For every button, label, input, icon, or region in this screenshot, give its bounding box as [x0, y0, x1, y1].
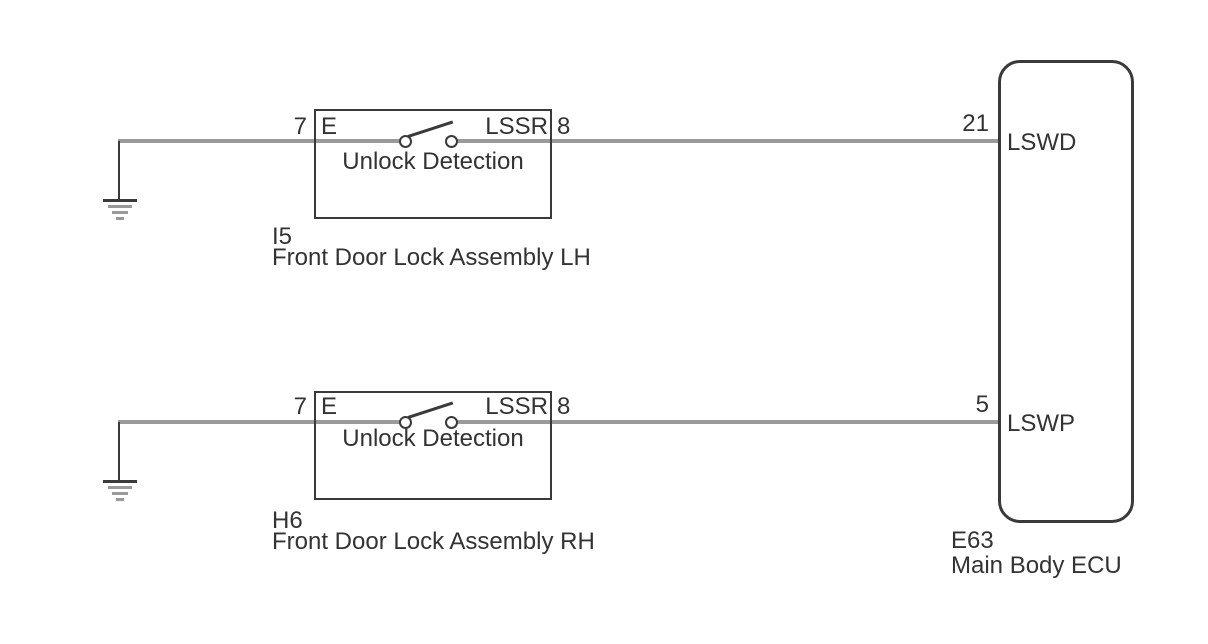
ground-stem: [117, 422, 120, 481]
wire-rh-ground-segment: [118, 420, 402, 424]
ground-bar: [116, 217, 124, 220]
ecu-terminal-bottom: LSWP: [1007, 410, 1076, 437]
component-code-lh: I5: [272, 223, 293, 250]
ground-bar: [103, 480, 137, 483]
unlock-switch-icon: [396, 399, 462, 431]
switch-contact: [445, 135, 458, 148]
ground-bar: [112, 492, 128, 495]
component-name-rh: Front Door Lock Assembly RH: [272, 528, 595, 555]
ground-bar: [112, 211, 128, 214]
switch-label-lh: Unlock Detection: [342, 148, 524, 175]
component-name-lh: Front Door Lock Assembly LH: [272, 244, 591, 271]
ecu-terminal-top: LSWD: [1007, 129, 1077, 156]
pin-number-lh-left: 7: [293, 113, 307, 140]
pin-number-rh-left: 7: [293, 393, 307, 420]
pin-number-rh-right: 8: [557, 393, 571, 420]
unlock-switch-icon: [396, 118, 462, 150]
ground-stem: [117, 141, 120, 200]
front-door-lock-lh-box: [314, 109, 552, 219]
terminal-rh-left: E: [321, 393, 338, 420]
ecu-code: E63: [951, 527, 994, 554]
ground-bar: [108, 486, 132, 489]
ecu-pin-number-top: 21: [962, 110, 989, 137]
wire-lh-ground-segment: [118, 139, 402, 143]
switch-lever: [407, 401, 454, 419]
ecu-pin-number-bottom: 5: [975, 391, 989, 418]
component-code-rh: H6: [272, 507, 303, 534]
terminal-rh-right: LSSR: [485, 393, 548, 420]
ground-bar: [116, 498, 124, 501]
front-door-lock-rh-box: [314, 391, 552, 500]
ground-bar: [103, 199, 137, 202]
terminal-lh-right: LSSR: [485, 113, 548, 140]
terminal-lh-left: E: [321, 113, 338, 140]
ecu-name: Main Body ECU: [951, 552, 1122, 579]
switch-label-rh: Unlock Detection: [342, 425, 524, 452]
ground-bar: [108, 205, 132, 208]
ground-icon: [103, 141, 137, 223]
main-body-ecu-box: [998, 60, 1134, 523]
switch-contact: [399, 135, 412, 148]
wire-rh-ecu-segment: [457, 420, 998, 424]
pin-number-lh-right: 8: [557, 113, 571, 140]
wire-lh-ecu-segment: [457, 139, 998, 143]
switch-lever: [407, 120, 454, 138]
switch-contact: [445, 416, 458, 429]
ground-icon: [103, 422, 137, 504]
switch-contact: [399, 416, 412, 429]
